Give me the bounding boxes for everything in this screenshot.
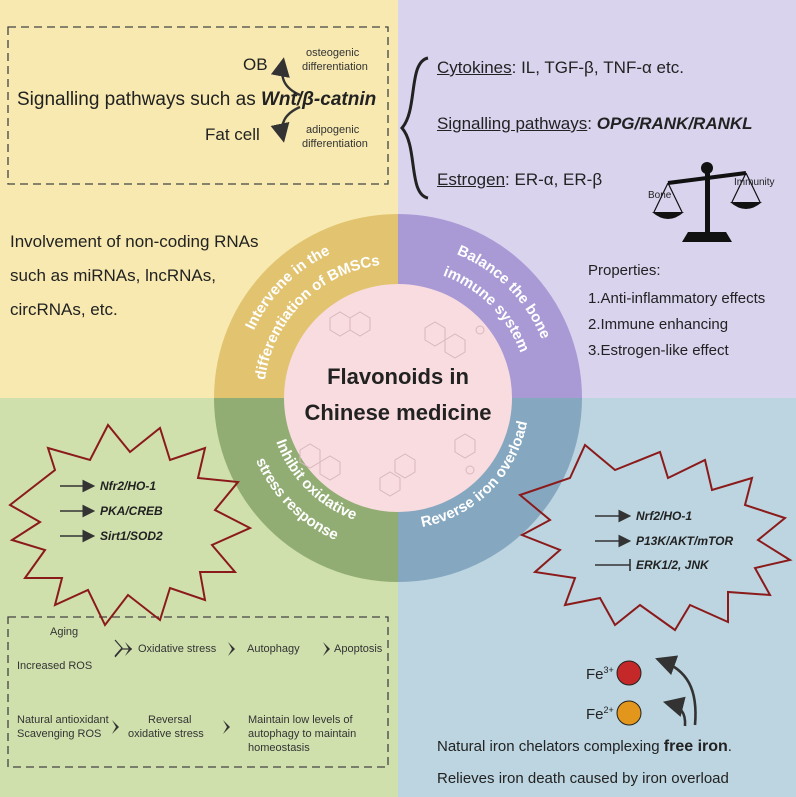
adipogenic-arrow (270, 105, 301, 143)
estrogen-label: Estrogen (437, 170, 506, 189)
cytokines-text: : IL, TGF-β, TNF-α etc. (511, 58, 684, 77)
estrogen-text: : ER-α, ER-β (505, 170, 603, 189)
chelators-prefix: Natural iron chelators complexing (437, 738, 664, 755)
ob-label: OB (243, 55, 268, 74)
scale-label-immunity: Immunity (734, 177, 775, 188)
signalling-label: Signalling pathways (437, 114, 588, 133)
fe2-sup: 2+ (603, 705, 614, 715)
reversal-label: Reversal (148, 714, 192, 726)
iron-ions (616, 655, 697, 727)
scavenging-ros-label: Scavenging ROS (17, 728, 102, 740)
center-title-line2: Chinese medicine (304, 400, 492, 425)
free-iron: free iron (663, 738, 728, 755)
noncoding-line3: circRNAs, etc. (10, 300, 118, 319)
starburst-right (517, 443, 793, 632)
cytokines-line: Cytokines: IL, TGF-β, TNF-α etc. (437, 58, 684, 78)
osteogenic-arrow (270, 57, 301, 97)
fe2-base: Fe (586, 706, 604, 723)
properties-title: Properties: (588, 262, 661, 279)
maintain-label-line2: autophagy to maintain (248, 728, 357, 740)
natural-antioxidant-label: Natural antioxidant (17, 714, 109, 726)
autophagy-label: Autophagy (247, 643, 300, 655)
fat-cell-label: Fat cell (205, 125, 260, 144)
cytokines-label: Cytokines (437, 58, 512, 77)
signalling-colon: : (587, 114, 597, 133)
increased-ros-label: Increased ROS (17, 660, 93, 672)
fe3-ball-icon (616, 660, 642, 686)
estrogen-line: Estrogen: ER-α, ER-β (437, 170, 602, 190)
right-pathway-item: ERK1/2, JNK (636, 558, 709, 572)
adipogenic-label-line1: adipogenic (306, 124, 360, 136)
chelators-text: Natural iron chelators complexing free i… (437, 738, 732, 756)
fe2-ball-icon (616, 700, 642, 726)
balance-scale-icon (652, 162, 762, 242)
right-pathway-arrows (595, 509, 632, 571)
signalling-pathways-text: Signalling pathways such as Wnt/β-catnin (17, 89, 376, 111)
left-pathway-item: Sirt1/SOD2 (100, 529, 163, 543)
fe3-sup: 3+ (603, 665, 614, 675)
fe3-label: Fe3+ (586, 665, 614, 683)
osteogenic-label-line1: osteogenic (306, 47, 360, 59)
property-item: 3.Estrogen-like effect (588, 342, 729, 359)
fe2-label: Fe2+ (586, 705, 614, 723)
noncoding-line2: such as miRNAs, lncRNAs, (10, 266, 216, 285)
reversal-label-line2: oxidative stress (128, 728, 204, 740)
fe3-base: Fe (586, 666, 604, 683)
wnt-pathway: Wnt/β-catnin (260, 89, 377, 110)
center-title-line1: Flavonoids in (327, 364, 469, 389)
opg-pathway: OPG/RANK/RANKL (596, 114, 753, 133)
maintain-label-line3: homeostasis (248, 742, 310, 754)
noncoding-line1: Involvement of non-coding RNAs (10, 232, 259, 251)
molecule-decoration-icon (299, 311, 485, 497)
maintain-label-line1: Maintain low levels of (248, 714, 353, 726)
scale-label-bone: Bone (648, 190, 672, 201)
adipogenic-label-line2: differentiation (302, 138, 368, 150)
right-pathway-item: P13K/AKT/mTOR (636, 534, 734, 548)
dashed-box-oxidative (7, 616, 389, 768)
starburst-left (8, 423, 253, 627)
left-pathway-item: Nfr2/HO-1 (100, 479, 157, 493)
signalling-line: Signalling pathways: OPG/RANK/RANKL (437, 114, 753, 134)
dashed-box-bmsc (7, 26, 389, 185)
curly-brace-icon (399, 56, 429, 200)
aging-label: Aging (50, 626, 79, 638)
property-item: 1.Anti-inflammatory effects (588, 290, 766, 307)
left-pathway-item: PKA/CREB (100, 504, 163, 518)
chelators-suffix: . (727, 738, 732, 755)
left-pathway-arrows (60, 479, 96, 543)
right-pathway-item: Nrf2/HO-1 (636, 509, 693, 523)
oxidative-flow-arrows (112, 639, 330, 734)
apoptosis-label: Apoptosis (334, 643, 383, 655)
relieves-text: Relieves iron death caused by iron overl… (437, 770, 729, 787)
property-item: 2.Immune enhancing (588, 316, 729, 333)
signalling-prefix: Signalling pathways such as (17, 89, 261, 110)
osteogenic-label-line2: differentiation (302, 61, 368, 73)
center-circle (284, 284, 512, 512)
oxidative-stress-label: Oxidative stress (138, 643, 217, 655)
